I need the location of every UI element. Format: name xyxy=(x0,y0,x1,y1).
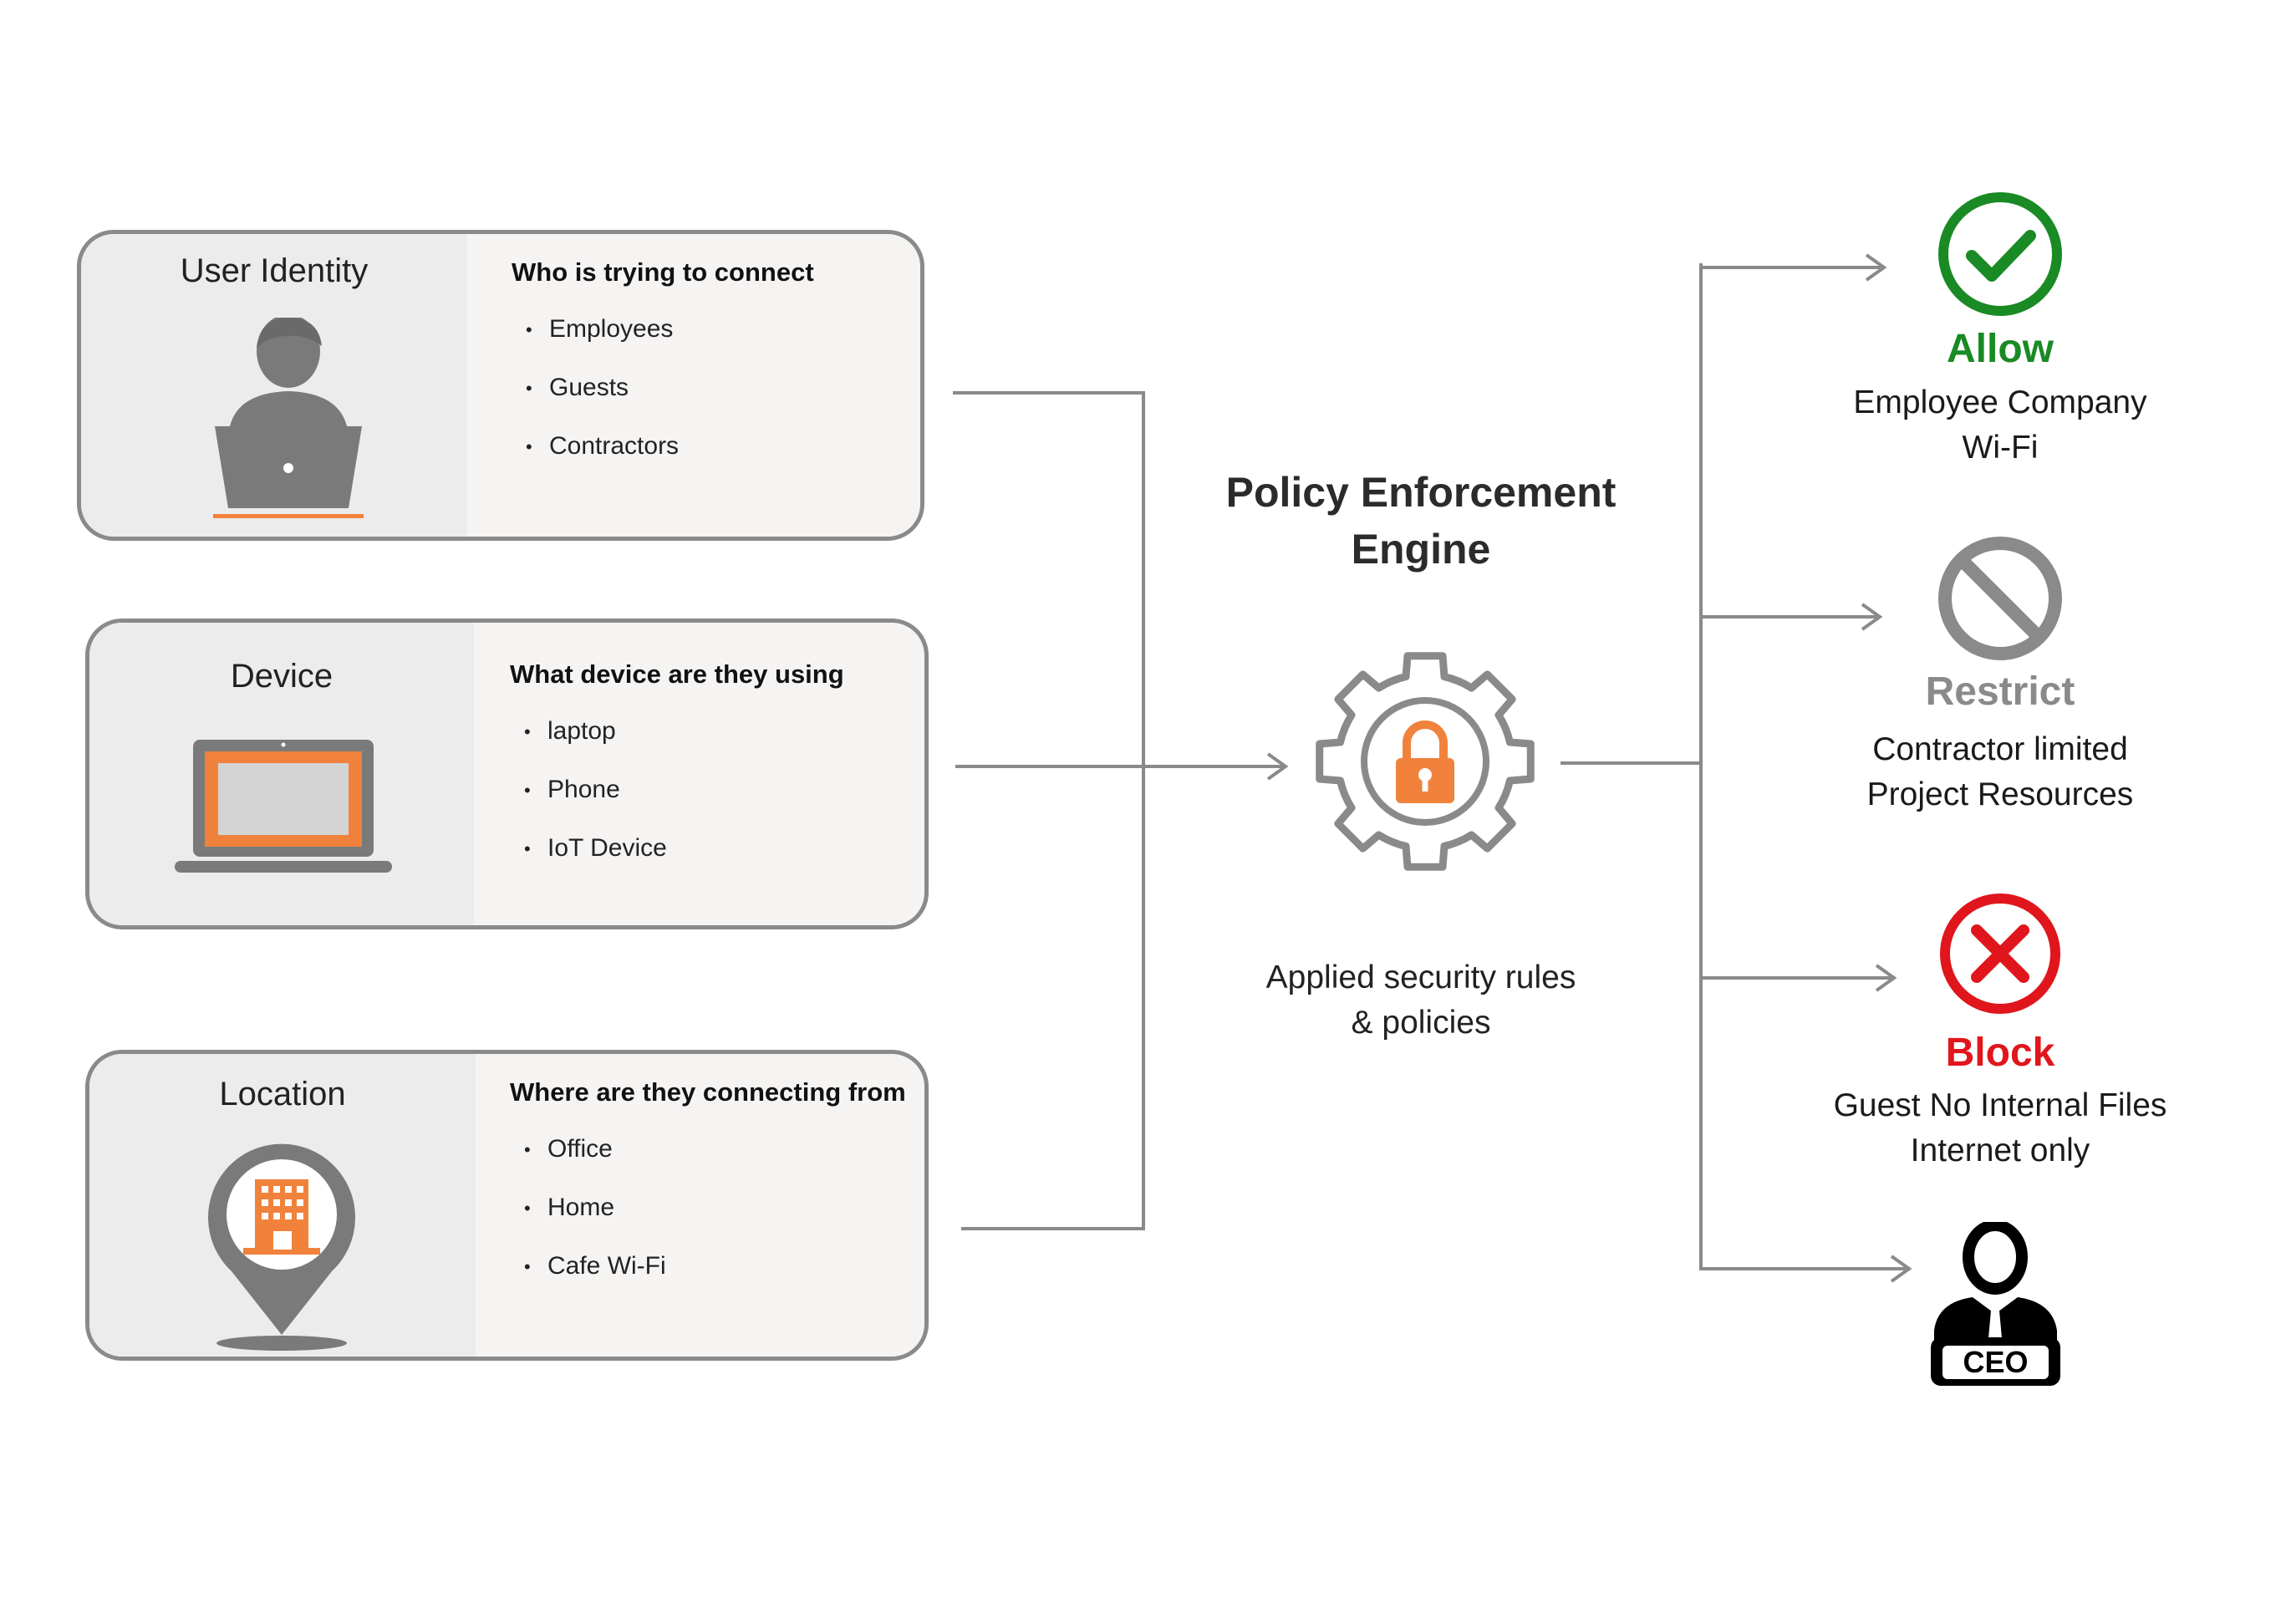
engine-desc-line: Applied security rules xyxy=(1265,960,1576,995)
card-title: Location xyxy=(219,1076,346,1112)
gear-lock-icon xyxy=(1316,652,1535,871)
list-item: Employees xyxy=(526,300,679,359)
outcome-label-allow: Allow xyxy=(1947,327,2054,371)
user-identity-card: User Identity Who is trying to connect E… xyxy=(77,230,924,541)
outcome-desc-line: Guest No Internal Files xyxy=(1833,1087,2167,1123)
engine-desc-line: & policies xyxy=(1351,1005,1491,1041)
connector-device-arrowhead xyxy=(1266,752,1289,781)
location-card: Location Where are they connecting from … xyxy=(85,1050,929,1361)
list-item: Home xyxy=(524,1179,666,1237)
location-building-icon xyxy=(208,1143,355,1351)
outcome-desc-restrict: Contractor limited Project Resources xyxy=(1766,727,2234,817)
card-heading: What device are they using xyxy=(510,659,844,689)
engine-title-line: Engine xyxy=(1351,526,1491,573)
outcome-label-restrict: Restrict xyxy=(1925,669,2075,714)
ceo-badge-text: CEO xyxy=(1963,1345,2028,1379)
card-list: laptop Phone IoT Device xyxy=(524,702,667,878)
card-list: Office Home Cafe Wi-Fi xyxy=(524,1120,666,1296)
engine-description: Applied security rules & policies xyxy=(1212,955,1630,1046)
card-title: User Identity xyxy=(180,252,369,289)
list-item: Office xyxy=(524,1120,666,1179)
outcome-desc-line: Internet only xyxy=(1910,1133,2090,1168)
list-item: Phone xyxy=(524,761,667,819)
card-list: Employees Guests Contractors xyxy=(526,300,679,476)
user-laptop-icon xyxy=(213,318,364,518)
connector-allow-arrowhead xyxy=(1865,253,1887,282)
connector-identity xyxy=(953,391,1145,1230)
list-item: Cafe Wi-Fi xyxy=(524,1237,666,1296)
list-item: IoT Device xyxy=(524,819,667,878)
list-item: Guests xyxy=(526,359,679,417)
list-item: Contractors xyxy=(526,417,679,476)
card-heading: Where are they connecting from xyxy=(510,1077,906,1107)
outcome-desc-line: Contractor limited xyxy=(1872,731,2128,767)
outcome-desc-block: Guest No Internal Files Internet only xyxy=(1766,1083,2234,1173)
outcome-desc-allow: Employee Company Wi-Fi xyxy=(1766,380,2234,471)
connector-block-arrowhead xyxy=(1875,964,1897,992)
list-item: laptop xyxy=(524,702,667,761)
card-heading: Who is trying to connect xyxy=(512,257,814,287)
checkmark-icon xyxy=(1938,192,2062,316)
card-title: Device xyxy=(230,658,333,695)
prohibited-icon xyxy=(1938,537,2062,660)
connector-ceo-arrowhead xyxy=(1890,1255,1912,1283)
laptop-icon xyxy=(175,740,392,873)
engine-title-line: Policy Enforcement xyxy=(1225,469,1617,516)
connector-restrict-arrowhead xyxy=(1861,603,1883,631)
outcome-desc-line: Wi-Fi xyxy=(1962,430,2039,466)
ceo-icon: CEO xyxy=(1931,1222,2060,1386)
x-icon xyxy=(1940,893,2060,1014)
outcome-desc-line: Employee Company xyxy=(1853,384,2147,420)
outcome-desc-line: Project Resources xyxy=(1866,776,2134,812)
device-card: Device What device are they using laptop… xyxy=(85,619,929,929)
engine-title: Policy Enforcement Engine xyxy=(1212,464,1630,578)
outcome-label-block: Block xyxy=(1945,1031,2055,1075)
